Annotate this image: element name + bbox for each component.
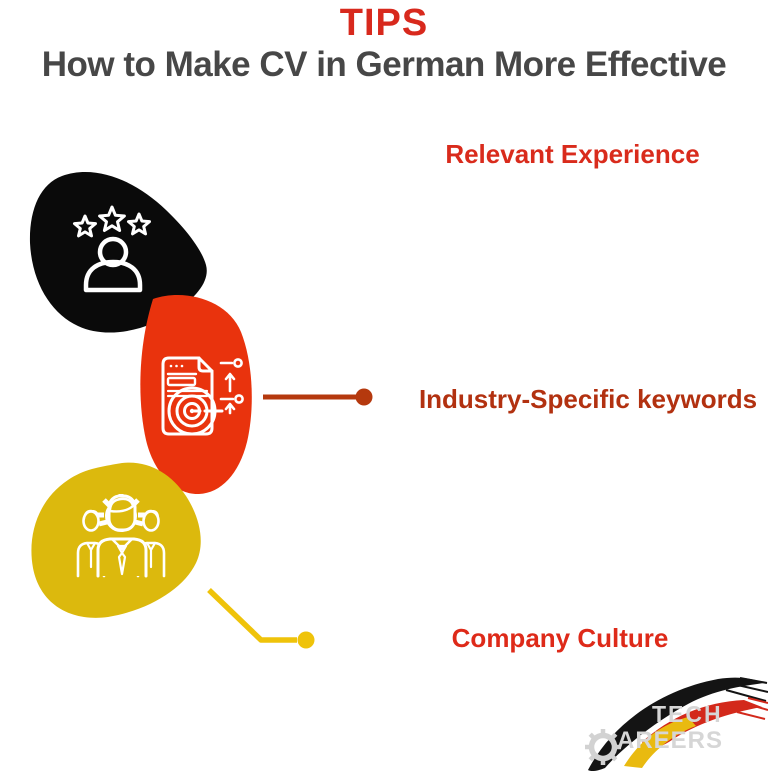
- logo-text-tech: TECH: [652, 701, 723, 727]
- industry-keywords-blob: [140, 295, 252, 495]
- person-with-stars-icon: [73, 205, 151, 293]
- logo-text-areers: AREERS: [617, 727, 724, 754]
- relevant-experience-blob: [29, 171, 207, 333]
- page-subtitle: How to Make CV in German More Effective: [41, 45, 727, 84]
- tip-label-industry-specific-keywords: Industry-Specific keywords: [418, 384, 758, 414]
- company-culture-connector: [207, 588, 315, 649]
- logo-black-brush: [588, 677, 764, 772]
- tip-label-company-culture: Company Culture: [451, 623, 669, 653]
- logo-brush-strokes: [585, 677, 768, 772]
- industry-keywords-connector: [263, 388, 373, 406]
- gear-icon: [585, 729, 621, 765]
- tip-label-relevant-experience: Relevant Experience: [445, 139, 700, 169]
- page-title: TIPS: [339, 2, 429, 44]
- logo-yellow-brush: [624, 717, 696, 768]
- team-gear-icon: [76, 494, 166, 578]
- document-target-keywords-icon: [161, 356, 244, 436]
